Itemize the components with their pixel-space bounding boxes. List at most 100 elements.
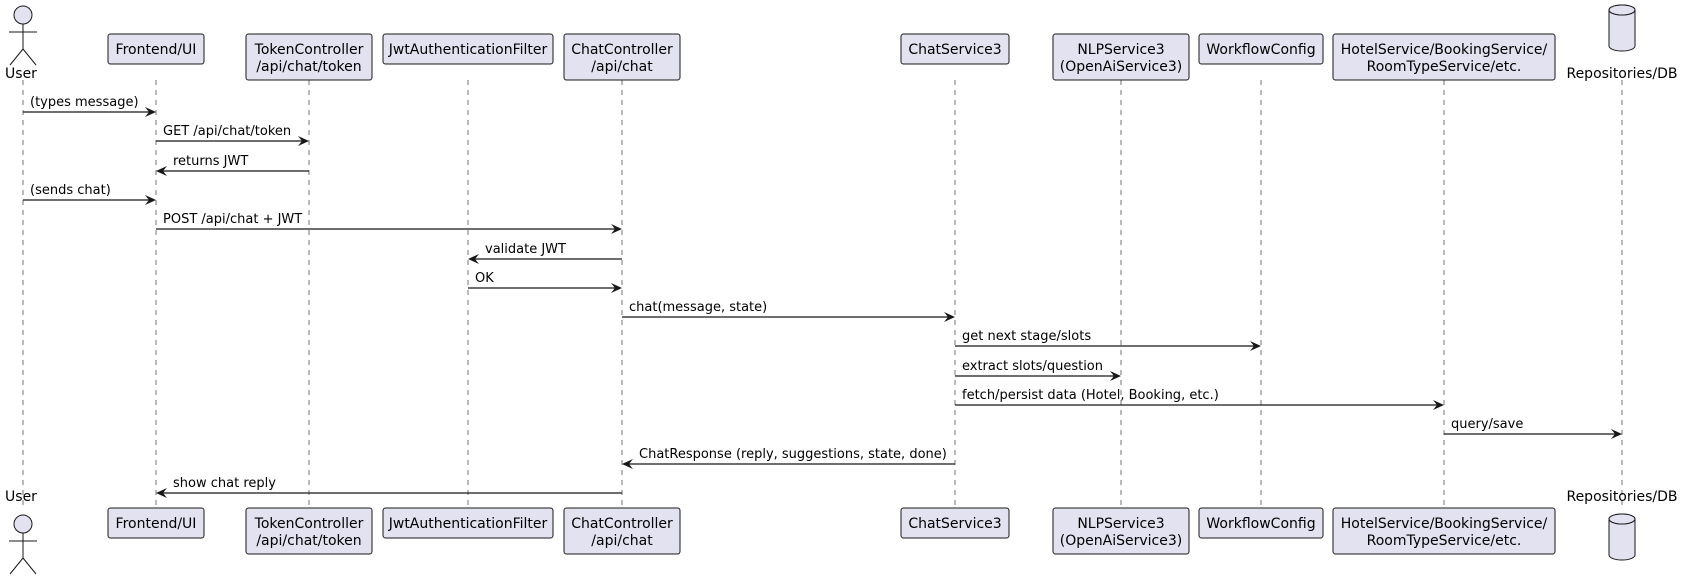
arrowhead-icon — [1611, 429, 1622, 439]
participant-label: HotelService/BookingService/ — [1341, 516, 1548, 532]
participant-user-bottom: User — [5, 489, 37, 575]
participant-box — [245, 33, 373, 81]
message-types-message: (types message) — [23, 95, 156, 117]
participant-label: ChatController — [571, 516, 673, 532]
participant-frontend-top: Frontend/UI — [107, 33, 205, 65]
actor-leg-left — [9, 557, 24, 575]
participant-label: ChatService3 — [908, 516, 1001, 532]
participant-label: Repositories/DB — [1566, 66, 1677, 82]
arrowhead-icon — [1433, 400, 1444, 410]
participant-chatsvc-top: ChatService3 — [900, 33, 1010, 65]
participant-hotel-top: HotelService/BookingService/RoomTypeServ… — [1332, 33, 1556, 81]
arrowhead-icon — [1110, 371, 1121, 381]
participant-token-bottom: TokenController/api/chat/token — [245, 507, 373, 555]
actor-leg-right — [22, 557, 37, 575]
message-ok: OK — [468, 271, 622, 293]
message-chatresponse-reply-suggestions-state-done: ChatResponse (reply, suggestions, state,… — [622, 447, 955, 469]
participant-label: TokenController — [254, 516, 364, 532]
message-post-api-chat-jwt: POST /api/chat + JWT — [156, 212, 622, 234]
actor-head-icon — [13, 514, 33, 534]
participant-label: WorkflowConfig — [1206, 42, 1315, 58]
message-get-next-stage-slots: get next stage/slots — [955, 329, 1261, 351]
database-icon — [1608, 4, 1636, 52]
message-show-chat-reply: show chat reply — [156, 476, 622, 498]
participant-box — [382, 33, 554, 65]
participant-box — [245, 507, 373, 555]
participant-box — [1198, 33, 1324, 65]
message-label: ChatResponse (reply, suggestions, state,… — [639, 447, 947, 462]
message-sends-chat: (sends chat) — [23, 183, 156, 205]
actor-leg-left — [9, 48, 24, 66]
participant-box — [563, 507, 681, 555]
message-label: (sends chat) — [30, 183, 111, 198]
message-label: POST /api/chat + JWT — [163, 212, 302, 227]
participant-workflow-bottom: WorkflowConfig — [1198, 507, 1324, 539]
participant-workflow-top: WorkflowConfig — [1198, 33, 1324, 65]
participant-jwt-top: JwtAuthenticationFilter — [382, 33, 554, 65]
participant-label: NLPService3 — [1077, 42, 1164, 58]
participant-label: ChatService3 — [908, 42, 1001, 58]
message-label: extract slots/question — [962, 359, 1103, 374]
participant-label: /api/chat — [591, 533, 653, 549]
message-label: (types message) — [30, 95, 139, 110]
participant-box — [382, 507, 554, 539]
participant-nlp-bottom: NLPService3(OpenAiService3) — [1052, 507, 1190, 555]
arrowhead-icon — [298, 136, 309, 146]
participant-label: Frontend/UI — [116, 42, 197, 58]
participant-box — [563, 33, 681, 81]
participant-label: JwtAuthenticationFilter — [388, 516, 548, 532]
arrowhead-icon — [156, 488, 167, 498]
participant-label: ChatController — [571, 42, 673, 58]
participant-label: User — [5, 489, 37, 505]
participant-frontend-bottom: Frontend/UI — [107, 507, 205, 539]
arrowhead-icon — [145, 195, 156, 205]
messages: (types message) GET /api/chat/token return… — [23, 95, 1622, 498]
participant-chatctl-bottom: ChatController/api/chat — [563, 507, 681, 555]
message-label: OK — [475, 271, 494, 286]
participant-label: WorkflowConfig — [1206, 516, 1315, 532]
participant-user-top: User — [5, 5, 37, 82]
message-label: returns JWT — [173, 154, 248, 169]
lifelines — [22, 80, 1623, 508]
arrowhead-icon — [145, 107, 156, 117]
message-query-save: query/save — [1444, 417, 1622, 439]
participant-box — [107, 33, 205, 65]
message-label: GET /api/chat/token — [163, 124, 291, 139]
participant-repo-top: Repositories/DB — [1566, 4, 1678, 82]
participant-label: (OpenAiService3) — [1060, 59, 1182, 75]
database-icon — [1608, 513, 1636, 561]
participant-chatsvc-bottom: ChatService3 — [900, 507, 1010, 539]
message-chat-message-state: chat(message, state) — [622, 300, 955, 322]
participant-jwt-bottom: JwtAuthenticationFilter — [382, 507, 554, 539]
participant-token-top: TokenController/api/chat/token — [245, 33, 373, 81]
participant-label: (OpenAiService3) — [1060, 533, 1182, 549]
message-extract-slots-question: extract slots/question — [955, 359, 1121, 381]
message-label: validate JWT — [485, 242, 566, 257]
participant-box — [1332, 33, 1556, 81]
participant-label: TokenController — [254, 42, 364, 58]
message-label: query/save — [1451, 417, 1523, 432]
participant-box — [107, 507, 205, 539]
message-get-api-chat-token: GET /api/chat/token — [156, 124, 309, 146]
participant-label: /api/chat — [591, 59, 653, 75]
participant-chatctl-top: ChatController/api/chat — [563, 33, 681, 81]
participant-box — [1198, 507, 1324, 539]
actor-leg-right — [22, 48, 37, 66]
message-label: fetch/persist data (Hotel, Booking, etc.… — [962, 388, 1219, 403]
message-validate-jwt: validate JWT — [468, 242, 622, 264]
message-returns-jwt: returns JWT — [156, 154, 309, 176]
message-label: show chat reply — [173, 476, 276, 491]
participant-label: JwtAuthenticationFilter — [388, 42, 548, 58]
participant-box — [1052, 33, 1190, 81]
participant-box — [1052, 507, 1190, 555]
participant-label: /api/chat/token — [256, 59, 361, 75]
arrowhead-icon — [622, 459, 633, 469]
participant-label: RoomTypeService/etc. — [1367, 533, 1522, 549]
participant-repo-bottom: Repositories/DB — [1566, 489, 1678, 561]
participant-box — [900, 33, 1010, 65]
participant-nlp-top: NLPService3(OpenAiService3) — [1052, 33, 1190, 81]
participant-hotel-bottom: HotelService/BookingService/RoomTypeServ… — [1332, 507, 1556, 555]
